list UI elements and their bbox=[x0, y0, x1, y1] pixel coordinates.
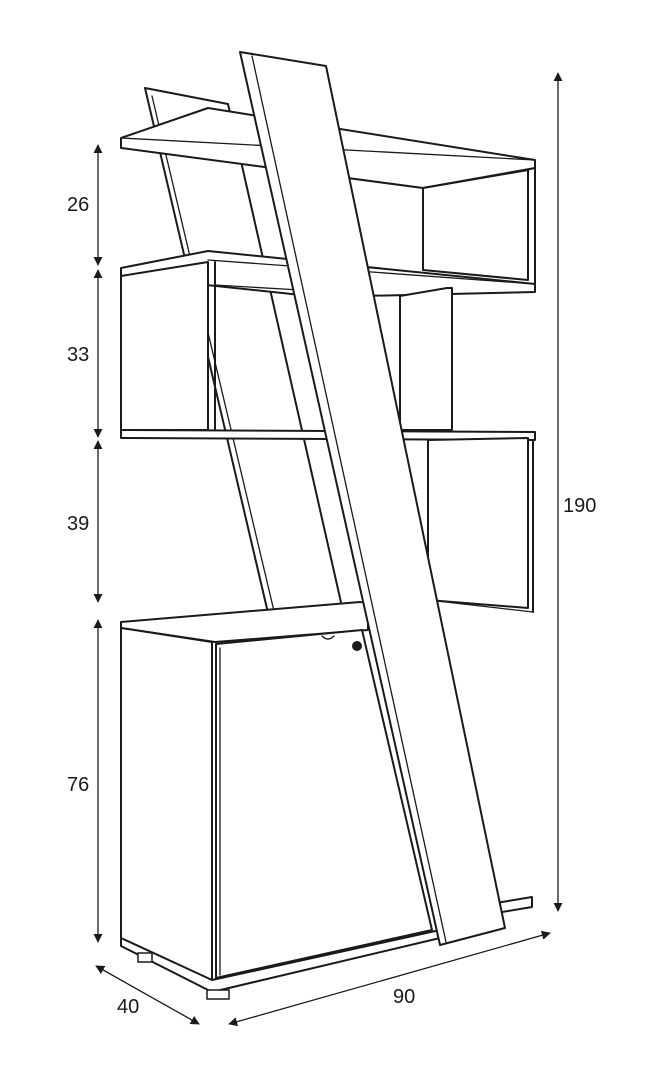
dim-label-33: 33 bbox=[67, 344, 89, 366]
dim-line-90 bbox=[228, 930, 551, 1027]
dim-label-39: 39 bbox=[67, 513, 89, 535]
second-shelf bbox=[120, 250, 536, 433]
dim-label-76: 76 bbox=[67, 774, 89, 796]
cabinet-foot bbox=[137, 952, 153, 963]
dim-label-40: 40 bbox=[117, 996, 139, 1018]
cabinet bbox=[120, 601, 533, 1000]
dim-line-40 bbox=[95, 965, 200, 1025]
dim-label-190: 190 bbox=[563, 495, 596, 517]
dim-label-26: 26 bbox=[67, 194, 89, 216]
cabinet-door[interactable] bbox=[215, 629, 433, 979]
cabinet-foot bbox=[206, 989, 230, 1000]
front-leaning-plank bbox=[239, 51, 506, 946]
lock-icon bbox=[352, 641, 362, 651]
dim-label-90: 90 bbox=[393, 986, 415, 1008]
